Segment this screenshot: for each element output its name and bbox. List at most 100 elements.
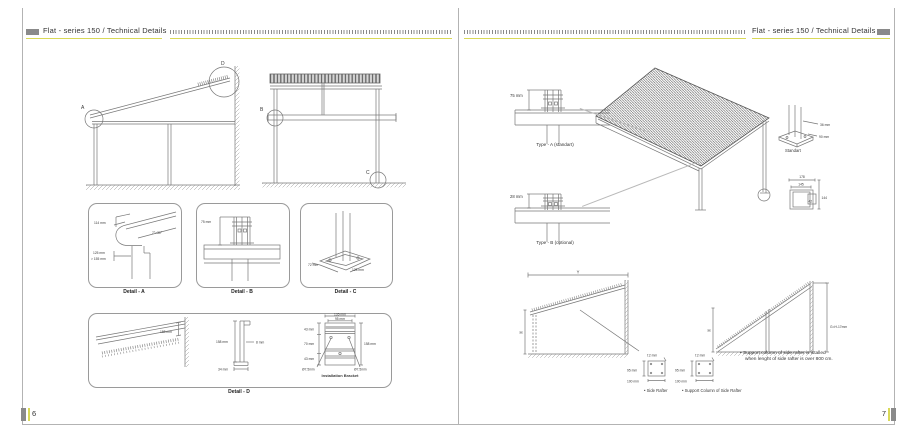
support-height-label: 95 mm bbox=[675, 369, 685, 373]
type-a-drawing: 75 mm bbox=[510, 89, 610, 144]
column-profile-drawing: 178 145 144 42 bbox=[788, 175, 828, 210]
type-b-drawing: 28 mm bbox=[510, 193, 610, 242]
detail-b-drawing: 75 mm bbox=[201, 216, 281, 281]
dim-114-label: 114 mm bbox=[94, 221, 106, 225]
front-view-drawing: B C bbox=[260, 73, 406, 189]
right-page-border bbox=[894, 8, 895, 424]
profile-height-label: 158 mm bbox=[216, 340, 228, 344]
support-column-note: • Support column of side rafter is istal… bbox=[740, 351, 833, 363]
bracket-outer-width-label: 135 mm bbox=[334, 312, 346, 316]
bracket-height-label: 158 mm bbox=[364, 342, 376, 346]
bracket-h-top-label: 43 mm bbox=[304, 328, 314, 332]
note-line-1: • Support column of side rafter is istal… bbox=[740, 351, 826, 356]
dim-h-label: H bbox=[708, 328, 711, 333]
support-width-label: 100 mm bbox=[675, 380, 687, 384]
standart-caption: Standart bbox=[785, 148, 802, 153]
footer-block bbox=[891, 408, 896, 421]
dim-angle-label: 7°>30° bbox=[152, 231, 163, 235]
left-page-number: 6 bbox=[32, 409, 37, 418]
footer-block bbox=[21, 408, 26, 421]
side-rafter-caption: • Side Rafter bbox=[644, 388, 668, 393]
line-art bbox=[595, 67, 771, 211]
dim-72-label: 72 mm bbox=[308, 263, 318, 267]
profile-base-label: 34 mm bbox=[218, 368, 228, 372]
bracket-hole-left-label: Ø7.5mm bbox=[302, 368, 315, 372]
line-art bbox=[711, 281, 829, 356]
line-art bbox=[514, 89, 610, 144]
support-column-elevation: H G=H-17mm bbox=[708, 281, 847, 356]
line-art bbox=[788, 178, 821, 210]
left-page-border bbox=[22, 8, 23, 424]
header-dash-icon bbox=[26, 29, 39, 35]
header-accent-line bbox=[170, 37, 452, 39]
detail-d-caption: Detail - D bbox=[228, 389, 250, 395]
dim-155-label: > 155 mm bbox=[91, 257, 106, 261]
left-page-title: Flat - series 150 / Technical Details bbox=[43, 26, 167, 35]
footer-accent bbox=[888, 408, 890, 421]
dim-128-label: 128 mm bbox=[352, 268, 364, 272]
line-art bbox=[84, 66, 240, 190]
detail-c-drawing: 72 mm 128 mm bbox=[308, 211, 372, 273]
standart-column-drawing: 36 mm 90 mm Standart bbox=[778, 105, 830, 153]
profile-inner-label: 145 bbox=[798, 183, 804, 187]
standart-dim-top-label: 36 mm bbox=[820, 123, 830, 127]
side-view-drawing: A D bbox=[81, 61, 240, 190]
footer-accent bbox=[28, 408, 30, 421]
line-art bbox=[642, 357, 715, 382]
side-rafter-thickness-label: t:2 mm bbox=[647, 354, 657, 358]
rafter-wall-dim-label: 158 mm bbox=[160, 330, 172, 334]
rafter-sections: t:2 mm 95 mm 100 mm • Side Rafter t:2 mm… bbox=[627, 354, 742, 394]
callout-b-label: B bbox=[260, 107, 264, 113]
line-art bbox=[95, 314, 363, 371]
line-art bbox=[262, 73, 406, 189]
bracket-inner-width-label: 95 mm bbox=[335, 317, 345, 321]
center-page-divider bbox=[458, 8, 459, 424]
standart-dim-bottom-label: 90 mm bbox=[819, 135, 829, 139]
profile-wall-label: 42 bbox=[809, 200, 813, 204]
support-column-caption: • Support Column of Side Rafter bbox=[682, 388, 742, 393]
side-rafter-height-label: 95 mm bbox=[627, 369, 637, 373]
profile-thickness-label: 8 mm bbox=[256, 341, 264, 345]
profile-outer-label: 178 bbox=[799, 175, 805, 179]
side-rafter-elevation: Y H bbox=[520, 270, 640, 358]
header-dotted-rule bbox=[170, 30, 452, 34]
support-thickness-label: t:2 mm bbox=[695, 354, 705, 358]
header-accent-line bbox=[26, 37, 162, 39]
type-b-caption: Type - B (optional) bbox=[536, 240, 574, 245]
bracket-h-bottom-label: 43 mm bbox=[304, 357, 314, 361]
header-accent-line bbox=[752, 37, 890, 39]
detail-c-caption: Detail - C bbox=[334, 289, 357, 295]
dim-75-label: 75 mm bbox=[201, 220, 211, 224]
detail-a-caption: Detail - A bbox=[123, 289, 145, 295]
right-page-number: 7 bbox=[881, 409, 886, 418]
callout-a-label: A bbox=[81, 105, 85, 111]
bracket-hole-right-label: Ø7.5mm bbox=[354, 368, 367, 372]
dim-g-label: G=H-17mm bbox=[830, 325, 847, 329]
type-b-dim-label: 28 mm bbox=[510, 194, 523, 199]
type-a-dim-label: 75 mm bbox=[510, 93, 523, 98]
line-art bbox=[311, 211, 372, 273]
header-dotted-rule bbox=[464, 30, 746, 34]
installation-bracket-caption: Installation Bracket bbox=[322, 373, 360, 378]
dim-y-label: Y bbox=[577, 270, 580, 275]
dim-125-label: 125 mm bbox=[93, 251, 105, 255]
line-art bbox=[514, 193, 610, 242]
line-art bbox=[113, 211, 177, 279]
detail-a-drawing: 114 mm 7°>30° 125 mm > 155 mm bbox=[91, 211, 177, 279]
line-art bbox=[523, 272, 640, 358]
side-rafter-width-label: 100 mm bbox=[627, 380, 639, 384]
detail-d-drawing: 158 mm 158 mm 8 mm 34 mm 135 mm 95 mm 43… bbox=[95, 312, 376, 378]
right-page-title: Flat - series 150 / Technical Details bbox=[752, 26, 876, 35]
line-art bbox=[203, 216, 281, 281]
isometric-drawing bbox=[595, 67, 771, 211]
line-art bbox=[778, 105, 819, 148]
header-accent-line bbox=[464, 37, 746, 39]
bottom-page-border bbox=[22, 424, 895, 425]
callout-c-label: C bbox=[366, 170, 370, 176]
bracket-h-mid-label: 70 mm bbox=[304, 342, 314, 346]
header-dash-icon bbox=[877, 29, 890, 35]
note-line-2: when lenght of side rafter is over 800 c… bbox=[745, 357, 833, 363]
profile-height-label: 144 bbox=[822, 196, 828, 200]
detail-c-box bbox=[300, 203, 393, 288]
